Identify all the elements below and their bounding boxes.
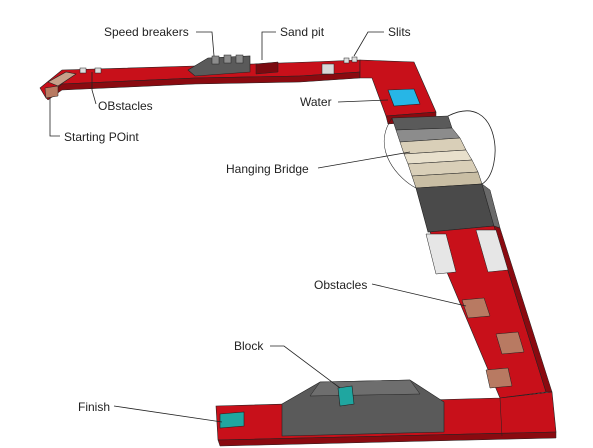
label-speed-breakers: Speed breakers: [104, 25, 189, 39]
speed-breakers: [188, 55, 250, 76]
concrete-ramp: [416, 184, 500, 232]
finish-pad: [220, 412, 244, 428]
water-pool: [388, 89, 420, 106]
label-block: Block: [234, 339, 263, 353]
label-hanging-bridge: Hanging Bridge: [226, 162, 309, 176]
label-finish: Finish: [78, 400, 110, 414]
label-sand-pit: Sand pit: [280, 25, 324, 39]
label-water: Water: [300, 95, 332, 109]
hanging-bridge: [384, 111, 495, 188]
label-starting-point: Starting POint: [64, 130, 139, 144]
block-structure: [282, 380, 444, 436]
sand-pit: [256, 62, 278, 74]
label-obstacles-right: Obstacles: [314, 278, 367, 292]
label-obstacles-top: OBstacles: [98, 99, 153, 113]
label-slits: Slits: [388, 25, 411, 39]
